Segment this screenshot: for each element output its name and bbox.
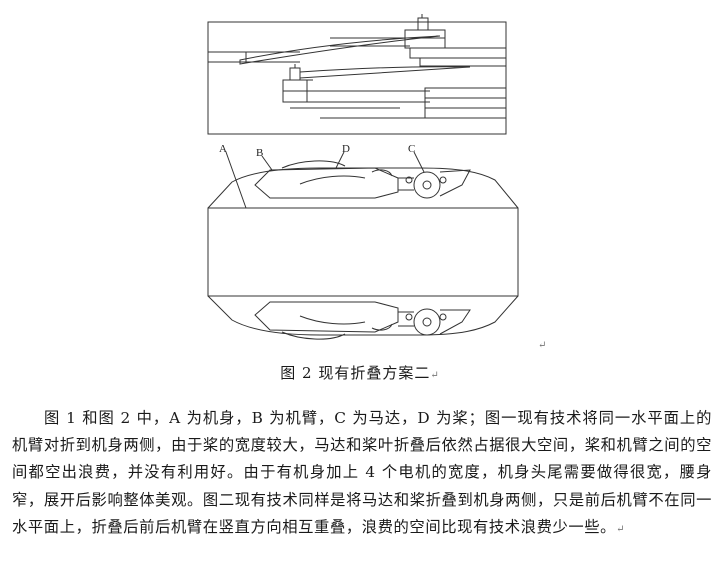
fuselage-top-lobe <box>207 167 519 209</box>
motor-bottom <box>413 308 441 336</box>
label-c: C <box>408 143 415 155</box>
paragraph-mark-figure: ↵ <box>538 340 547 351</box>
paragraph-mark-caption: ↵ <box>430 370 440 381</box>
arm-top <box>254 167 399 199</box>
label-b: B <box>256 147 263 159</box>
figure-caption-text: 图 2 现有折叠方案二 <box>280 364 431 382</box>
paragraph-text: 图 1 和图 2 中，A 为机身，B 为机臂，C 为马达，D 为桨；图一现有技术… <box>12 409 712 536</box>
fuselage-bottom-lobe <box>207 295 519 336</box>
figure-caption: 图 2 现有折叠方案二↵ <box>0 362 720 383</box>
label-a: A <box>219 143 227 155</box>
paragraph-mark-end: ↵ <box>616 523 626 535</box>
side-view-frame <box>207 21 507 135</box>
figure-drawing: A B D C <box>207 14 519 340</box>
fuselage-body <box>207 207 519 297</box>
label-d: D <box>342 143 350 155</box>
motor-top <box>413 171 441 199</box>
body-paragraph: 图 1 和图 2 中，A 为机身，B 为机臂，C 为马达，D 为桨；图一现有技术… <box>12 405 712 543</box>
folding-scheme-diagram: A B D C <box>207 14 519 340</box>
arm-bottom <box>254 301 399 333</box>
